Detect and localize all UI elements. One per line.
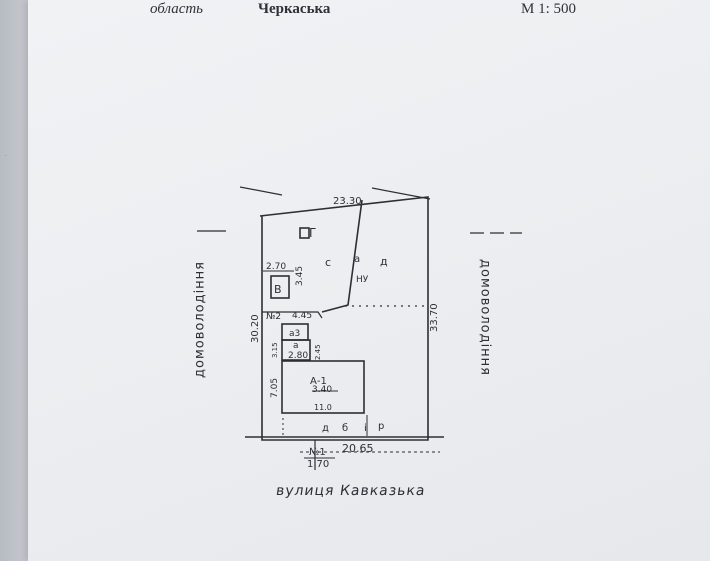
upper-side: 3.15 [271,342,279,358]
v-building-label: В [274,283,282,296]
right-neighbor-label: домоволодіння [477,259,493,376]
zone-letter: НУ [356,275,369,285]
street-name: вулиця Кавказька [274,483,427,499]
inner-fence [321,199,363,313]
v-width: 2.70 [266,262,286,272]
zone-letter: а [354,254,360,265]
region-label: область [150,1,204,17]
main-width: 11.0 [314,403,332,412]
a3-label: а3 [289,329,300,339]
zone-letter: д [322,423,329,434]
a-width: 2.80 [288,351,308,361]
scale-label: М 1: 500 [521,1,577,17]
a-label: а [293,341,299,351]
garage-box [299,227,310,239]
garage-label: Г [309,226,316,240]
zone-letter: і [364,422,367,434]
extension-n2 [262,311,323,319]
n2-label: №2 [266,312,281,322]
building-a [281,339,311,361]
region-value: Черкаська [258,1,331,17]
left-dimension: 30.20 [250,314,261,343]
plot-boundary [259,196,429,441]
main-height: 3.40 [312,385,332,395]
n1-label: №1 [309,447,326,458]
v-depth: 3.45 [295,266,305,286]
corner-mark [239,186,283,196]
building-v [270,275,290,299]
main-side: 7.05 [270,378,280,398]
n1-width: 1.70 [307,459,329,470]
a2-width: 4.45 [292,311,312,321]
top-dimension: 23.30 [333,196,362,207]
left-neighbor-label: домоволодіння [192,261,208,378]
building-a1 [281,360,365,414]
main-label: А-1 [310,376,327,387]
zone-letter: с [325,256,331,269]
a-depth: 2.45 [314,344,322,360]
right-dimension: 33.70 [429,303,440,332]
zone-letter: д [380,255,388,268]
underlying-text: · [4,150,8,161]
zone-letter: б [342,423,348,434]
document-sheet: область Черкаська М 1: 500 [28,0,710,561]
bottom-dimension: 20.65 [342,442,374,455]
zone-letter: р [378,421,384,432]
